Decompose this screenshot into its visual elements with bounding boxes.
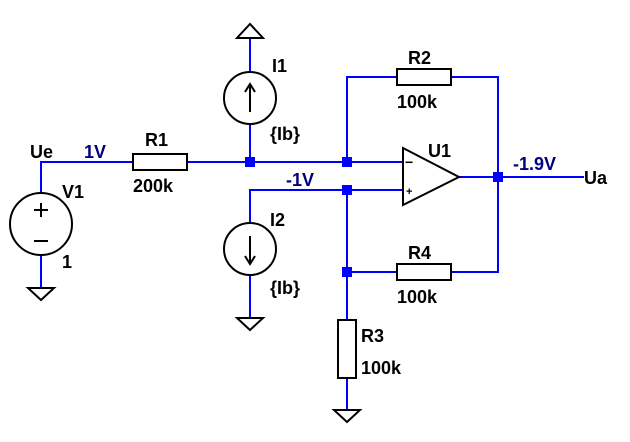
net-label-output-voltage: -1.9V xyxy=(513,154,556,174)
wire-r4-right xyxy=(450,176,499,273)
junction-minus-input xyxy=(342,157,352,167)
ground-icon xyxy=(25,287,57,302)
i2-name: I2 xyxy=(270,210,285,230)
junctions xyxy=(245,157,503,277)
opamp-minus-sign: − xyxy=(405,154,413,170)
wire-feedback-right xyxy=(450,76,499,178)
resistor-r3[interactable] xyxy=(337,319,357,379)
wire-v1-r1 xyxy=(40,161,134,194)
u1-name: U1 xyxy=(428,141,451,161)
net-label-minus-1v: -1V xyxy=(286,170,314,190)
v1-value: 1 xyxy=(62,252,72,272)
opamp-plus-sign: + xyxy=(406,186,412,198)
resistor-r1[interactable] xyxy=(132,153,188,171)
net-label-input-voltage: 1V xyxy=(84,142,106,162)
junction-output xyxy=(493,172,503,182)
junction-i1-node xyxy=(245,157,255,167)
r3-name: R3 xyxy=(361,326,384,346)
ground-icon xyxy=(331,409,363,424)
ground-icon xyxy=(234,317,266,332)
net-label-ua: Ua xyxy=(584,168,608,188)
opamp-u1[interactable] xyxy=(402,146,462,207)
i1-name: I1 xyxy=(272,56,287,76)
r4-value: 100k xyxy=(397,287,438,307)
resistor-r2[interactable] xyxy=(396,68,452,86)
r4-name: R4 xyxy=(408,243,431,263)
r1-value: 200k xyxy=(133,176,174,196)
i1-value: {Ib} xyxy=(270,124,300,144)
current-source-i1[interactable] xyxy=(223,71,277,125)
r3-value: 100k xyxy=(361,358,402,378)
i2-value: {Ib} xyxy=(270,278,300,298)
current-source-i2[interactable] xyxy=(223,222,277,276)
net-label-ue: Ue xyxy=(30,142,53,162)
wires xyxy=(40,37,584,411)
junction-r3-r4 xyxy=(342,267,352,277)
r2-value: 100k xyxy=(397,92,438,112)
resistor-r4[interactable] xyxy=(396,263,452,281)
r1-name: R1 xyxy=(145,130,168,150)
v1-name: V1 xyxy=(62,182,84,202)
r2-name: R2 xyxy=(408,48,431,68)
junction-plus-input xyxy=(342,185,352,195)
ground-icon xyxy=(234,22,266,39)
voltage-source-v1[interactable] xyxy=(9,192,73,256)
wire-feedback-left xyxy=(346,76,398,163)
